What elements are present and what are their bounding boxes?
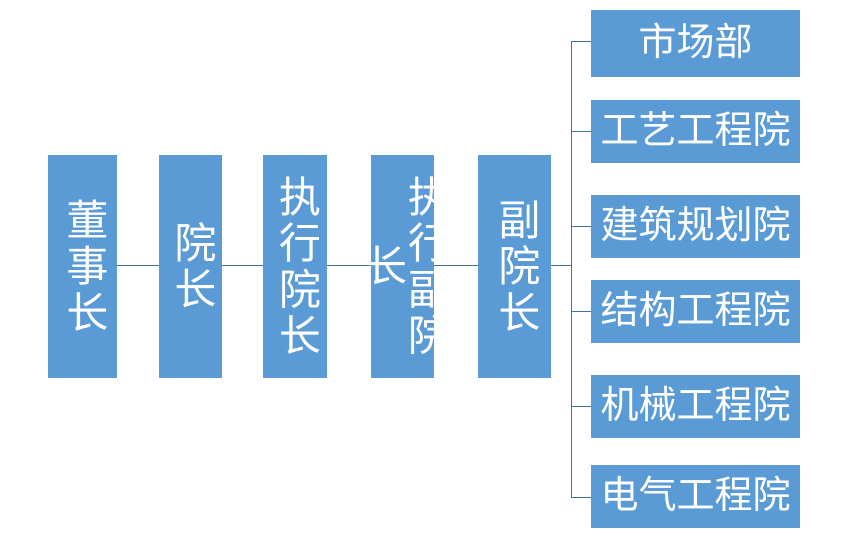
node-marketing-label: 市场部: [638, 22, 753, 65]
connector-president-to-exec-president: [222, 265, 263, 266]
node-exec-vice-president-label: 执行副院长: [358, 175, 448, 360]
connector-branch-electrical-engineering: [571, 497, 591, 498]
connector-vice-president-to-trunk: [551, 265, 572, 266]
node-structural-engineering[interactable]: 结构工程院: [591, 280, 800, 343]
node-exec-vice-president[interactable]: 执行副院长: [359, 155, 447, 378]
connector-department-trunk: [571, 41, 572, 497]
connector-branch-architecture-planning: [571, 226, 591, 227]
node-vice-president-label: 副院长: [491, 198, 538, 337]
node-structural-engineering-label: 结构工程院: [600, 290, 791, 333]
node-president-label: 院长: [167, 221, 214, 314]
connector-branch-structural-engineering: [571, 311, 591, 312]
connector-branch-marketing: [571, 41, 591, 42]
connector-branch-process-engineering: [571, 131, 591, 132]
node-electrical-engineering[interactable]: 电气工程院: [591, 465, 800, 528]
node-chairman-label: 董事长: [59, 198, 106, 337]
connector-chairman-to-president: [117, 265, 159, 266]
node-president[interactable]: 院长: [159, 155, 222, 378]
node-mechanical-engineering[interactable]: 机械工程院: [591, 375, 800, 438]
node-mechanical-engineering-label: 机械工程院: [600, 385, 791, 428]
node-chairman[interactable]: 董事长: [48, 155, 117, 378]
connector-exec-president-to-exec-vice-president: [327, 265, 371, 266]
node-architecture-planning-label: 建筑规划院: [600, 205, 791, 248]
connector-exec-vice-president-to-vice-president: [434, 265, 478, 266]
node-vice-president[interactable]: 副院长: [478, 155, 551, 378]
node-exec-president-label: 执行院长: [272, 175, 319, 360]
node-electrical-engineering-label: 电气工程院: [600, 475, 791, 518]
node-process-engineering-label: 工艺工程院: [600, 110, 791, 153]
node-exec-president[interactable]: 执行院长: [263, 155, 327, 378]
connector-branch-mechanical-engineering: [571, 406, 591, 407]
node-architecture-planning[interactable]: 建筑规划院: [591, 195, 800, 258]
node-process-engineering[interactable]: 工艺工程院: [591, 100, 800, 163]
node-marketing[interactable]: 市场部: [591, 10, 800, 77]
